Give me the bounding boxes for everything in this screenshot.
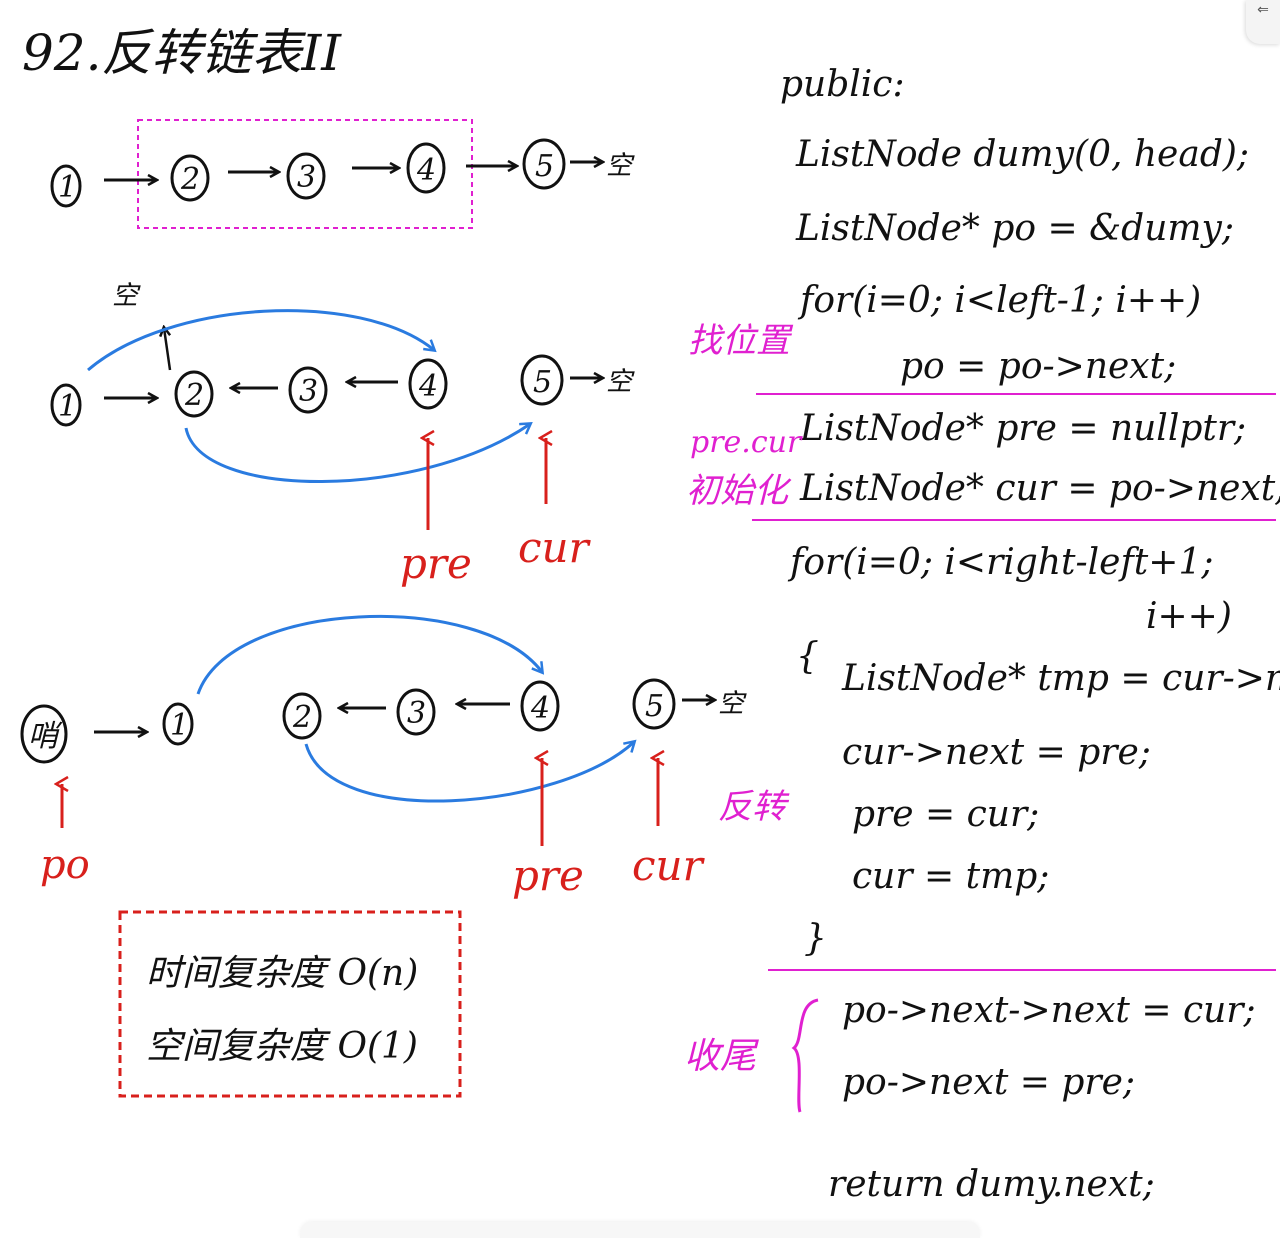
list-node: 4 bbox=[408, 358, 448, 410]
node-value: 1 bbox=[58, 170, 77, 205]
list-node: 4 bbox=[520, 680, 560, 732]
code-line: public: bbox=[780, 64, 905, 105]
code-line: i++) bbox=[1146, 596, 1232, 637]
code-line: { bbox=[796, 636, 819, 677]
node-value: 3 bbox=[407, 696, 426, 731]
node-value: 5 bbox=[645, 689, 664, 724]
list-node: 2 bbox=[174, 370, 214, 418]
node-value: 5 bbox=[533, 365, 552, 400]
code-line: po->next = pre; bbox=[842, 1062, 1135, 1103]
code-line: return dumy.next; bbox=[828, 1164, 1155, 1205]
list-node: 5 bbox=[632, 678, 676, 730]
null-label: 空 bbox=[606, 367, 635, 397]
code-panel: public: ListNode dumy(0, head); ListNode… bbox=[752, 64, 1280, 1205]
time-complexity: 时间复杂度 O(n) bbox=[146, 953, 418, 994]
space-complexity: 空间复杂度 O(1) bbox=[146, 1026, 418, 1067]
pre-label: pre bbox=[400, 539, 472, 588]
list-node: 1 bbox=[162, 702, 194, 746]
code-line: ListNode* po = &dumy; bbox=[795, 208, 1234, 249]
code-line: for(i=0; i<right-left+1; bbox=[787, 542, 1213, 583]
pre-label: pre bbox=[512, 851, 584, 900]
code-line: pre = cur; bbox=[852, 794, 1039, 835]
node-value: 2 bbox=[180, 162, 200, 197]
annotation-init-line1: pre.cur bbox=[690, 425, 803, 460]
list-node: 2 bbox=[282, 692, 322, 740]
node-value: 1 bbox=[58, 389, 77, 424]
diagram-original-list: 1 2 3 4 5 空 bbox=[50, 119, 635, 229]
code-line: } bbox=[804, 918, 827, 959]
node-value: 2 bbox=[184, 378, 204, 413]
null-label: 空 bbox=[718, 689, 747, 719]
list-node: 3 bbox=[288, 366, 328, 414]
code-line: cur->next = pre; bbox=[842, 732, 1151, 773]
new-link-curve-top bbox=[196, 614, 542, 695]
annotation-init-line2: 初始化 bbox=[686, 471, 792, 511]
po-label: po bbox=[40, 842, 90, 888]
null-label: 空 bbox=[606, 151, 635, 181]
list-node: 3 bbox=[286, 152, 326, 200]
list-node: 2 bbox=[170, 154, 210, 202]
annotation-finish: 收尾 bbox=[684, 1036, 759, 1077]
new-link-curve-bottom bbox=[304, 742, 634, 803]
list-node: 1 bbox=[50, 383, 82, 427]
node-value: 1 bbox=[170, 708, 189, 743]
list-node: 1 bbox=[50, 164, 82, 208]
code-line: cur = tmp; bbox=[852, 856, 1049, 897]
list-node: 5 bbox=[520, 354, 564, 406]
annotation-find-position: 找位置 bbox=[688, 321, 794, 361]
new-link-curve-bottom bbox=[184, 424, 530, 483]
list-node: 5 bbox=[522, 138, 566, 190]
node-value: 3 bbox=[299, 374, 318, 409]
code-line: po = po->next; bbox=[900, 346, 1176, 387]
sublist-highlight-box bbox=[137, 119, 473, 229]
node-value: 4 bbox=[418, 369, 438, 404]
finish-brace bbox=[791, 998, 819, 1113]
code-line: ListNode* tmp = cur->next; bbox=[841, 658, 1280, 699]
node-value: 4 bbox=[416, 153, 436, 188]
list-node: 4 bbox=[406, 142, 446, 194]
code-line: for(i=0; i<left-1; i++) bbox=[797, 280, 1201, 321]
dummy-node: 哨 bbox=[20, 704, 68, 764]
complexity-box: 时间复杂度 O(n) 空间复杂度 O(1) bbox=[118, 910, 462, 1098]
annotation-reverse: 反转 bbox=[718, 787, 790, 827]
cur-label: cur bbox=[518, 523, 592, 572]
node-value: 5 bbox=[535, 149, 554, 184]
null-label: 空 bbox=[112, 281, 141, 311]
list-node: 3 bbox=[396, 688, 436, 736]
back-arrow-icon[interactable]: ⇐ bbox=[1246, 0, 1280, 44]
dummy-node-label: 哨 bbox=[28, 719, 63, 754]
node-value: 3 bbox=[297, 160, 316, 195]
bottom-toolbar bbox=[300, 1222, 980, 1238]
diagram-reversed-middle: 空 1 2 3 4 5 空 pre cur bbox=[50, 281, 635, 588]
cur-label: cur bbox=[632, 841, 706, 890]
node-value: 4 bbox=[530, 691, 550, 726]
page-title: 92.反转链表II bbox=[22, 24, 342, 82]
null-pointer-arrow bbox=[164, 328, 172, 371]
diagram-with-dummy-node: 哨 1 2 3 4 5 空 po pre bbox=[20, 614, 747, 900]
code-line: po->next->next = cur; bbox=[842, 990, 1256, 1031]
code-line: ListNode dumy(0, head); bbox=[795, 134, 1249, 175]
new-link-curve-top bbox=[87, 309, 434, 372]
code-line: ListNode* cur = po->next; bbox=[799, 468, 1280, 509]
node-value: 2 bbox=[292, 700, 312, 735]
code-line: ListNode* pre = nullptr; bbox=[799, 408, 1246, 449]
